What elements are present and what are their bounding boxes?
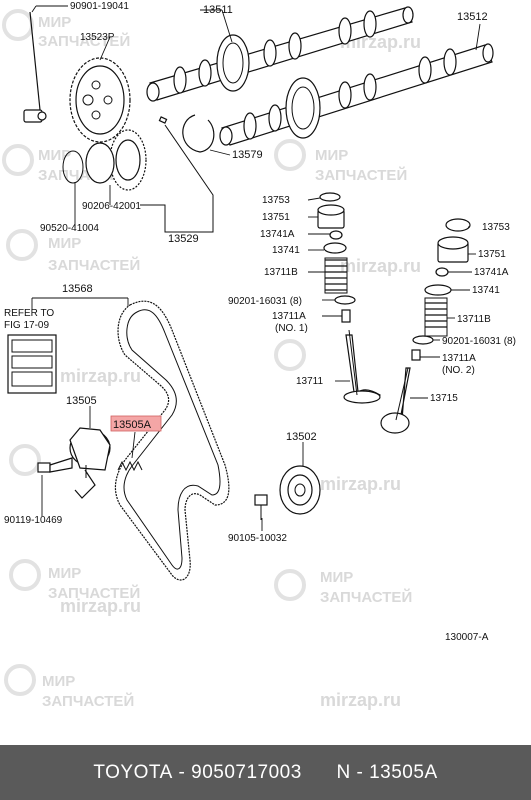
watermark-block: МИР ЗАПЧАСТЕЙ [274, 569, 412, 606]
watermark-block: МИР ЗАПЧАСТЕЙ [4, 664, 134, 710]
label-13711A: 13711A [272, 311, 306, 322]
pulley-13523 [62, 129, 147, 191]
label-13753-right: 13753 [482, 222, 510, 233]
label-13711B: 13711B [264, 267, 298, 278]
svg-text:МИР: МИР [42, 673, 75, 690]
label-fig: FIG 17-09 [4, 320, 49, 331]
label-13579: 13579 [232, 149, 263, 161]
label-no1: (NO. 1) [275, 323, 308, 334]
label-13715: 13715 [430, 393, 458, 404]
reference-card [7, 334, 57, 394]
label-13523P: 13523P [80, 32, 115, 43]
svg-text:МИР: МИР [38, 14, 71, 31]
gap [302, 762, 337, 784]
label-90520: 90520-41004 [40, 223, 99, 234]
highlight-13505A [110, 415, 162, 432]
label-13751-right: 13751 [478, 249, 506, 260]
bolt-90119 [37, 457, 73, 473]
svg-text:МИР: МИР [320, 569, 353, 586]
diagram-ref: N - 13505A [336, 761, 438, 783]
camshaft-timing-pulley [69, 57, 131, 143]
svg-text:ЗАПЧАСТЕЙ: ЗАПЧАСТЕЙ [315, 166, 407, 184]
label-13741-right: 13741 [472, 285, 500, 296]
label-13753: 13753 [262, 195, 290, 206]
label-13741: 13741 [272, 245, 300, 256]
svg-text:ЗАПЧАСТЕЙ: ЗАПЧАСТЕЙ [38, 32, 130, 50]
watermark-site: mirzap.ru [60, 596, 141, 616]
label-13711B-right: 13711B [457, 314, 491, 325]
watermark-block [274, 339, 306, 371]
leader-lines [31, 5, 481, 531]
bolt-90901 [23, 11, 47, 123]
watermark: МИР ЗАПЧАСТЕЙ МИР ЗАПЧАСТЕЙ МИР ЗАПЧАСТЕ… [2, 9, 421, 710]
label-13505A: 13505A [113, 419, 152, 431]
watermark-block: МИР ЗАПЧАСТЕЙ [6, 229, 140, 274]
label-90119: 90119-10469 [4, 515, 63, 526]
label-13568: 13568 [62, 283, 93, 295]
svg-text:ЗАПЧАСТЕЙ: ЗАПЧАСТЕЙ [48, 256, 140, 274]
watermark-block: МИР ЗАПЧАСТЕЙ [9, 559, 140, 602]
label-13741A-right: 13741A [474, 267, 509, 278]
watermark-block: МИР ЗАПЧАСТЕЙ [2, 9, 130, 50]
watermark-site: mirzap.ru [60, 366, 141, 386]
part-labels: 90901-19041 13511 13512 13523P 13579 902… [4, 1, 516, 643]
label-90201: 90201-16031 (8) [228, 296, 302, 307]
parts-diagram: МИР ЗАПЧАСТЕЙ МИР ЗАПЧАСТЕЙ МИР ЗАПЧАСТЕ… [2, 1, 516, 710]
svg-text:ЗАПЧАСТЕЙ: ЗАПЧАСТЕЙ [320, 588, 412, 606]
label-13711: 13711 [296, 376, 324, 387]
svg-text:МИР: МИР [48, 565, 81, 582]
label-13505: 13505 [66, 395, 97, 407]
part-number: 9050717003 [191, 761, 302, 783]
label-13511: 13511 [203, 4, 233, 16]
label-13711A-right: 13711A [442, 353, 476, 364]
valve-assembly-no2 [380, 218, 471, 434]
label-90105: 90105-10032 [228, 533, 287, 544]
label-90206: 90206-42001 [82, 201, 141, 212]
timing-belt-13568 [114, 300, 230, 581]
label-13529: 13529 [168, 233, 199, 245]
snap-ring-13579 [158, 114, 215, 153]
figure-code: 130007-A [445, 632, 489, 643]
label-90901: 90901-19041 [70, 1, 129, 12]
label-refer-to: REFER TO [4, 308, 54, 319]
svg-text:МИР: МИР [38, 147, 71, 164]
camshaft-13511 [146, 6, 414, 102]
part-info-bar: TOYOTA - 9050717003 N - 13505A [0, 745, 531, 800]
label-13502: 13502 [286, 431, 317, 443]
brand: TOYOTA [93, 761, 173, 783]
svg-text:ЗАПЧАСТЕЙ: ЗАПЧАСТЕЙ [48, 584, 140, 602]
watermark-block [9, 444, 41, 476]
label-90201-right: 90201-16031 (8) [442, 336, 516, 347]
bolt-90105 [254, 494, 268, 520]
label-13741A: 13741A [260, 229, 295, 240]
separator: - [172, 761, 192, 783]
svg-text:МИР: МИР [315, 147, 348, 164]
watermark-site: mirzap.ru [340, 256, 421, 276]
svg-text:ЗАПЧАСТЕЙ: ЗАПЧАСТЕЙ [42, 692, 134, 710]
leader-13529 [140, 124, 214, 233]
watermark-site: mirzap.ru [320, 474, 401, 494]
label-no2: (NO. 2) [442, 365, 475, 376]
spring-13505A [117, 460, 143, 472]
watermark-site: mirzap.ru [320, 690, 401, 710]
valve-assembly-no1 [317, 192, 381, 404]
camshaft-13512 [219, 43, 494, 146]
idler-pulley-13502 [279, 465, 321, 515]
label-13512: 13512 [457, 11, 488, 23]
tensioner-13505 [69, 427, 111, 499]
svg-text:МИР: МИР [48, 235, 81, 252]
label-13751: 13751 [262, 212, 290, 223]
watermark-block: МИР ЗАПЧАСТЕЙ [274, 139, 407, 184]
